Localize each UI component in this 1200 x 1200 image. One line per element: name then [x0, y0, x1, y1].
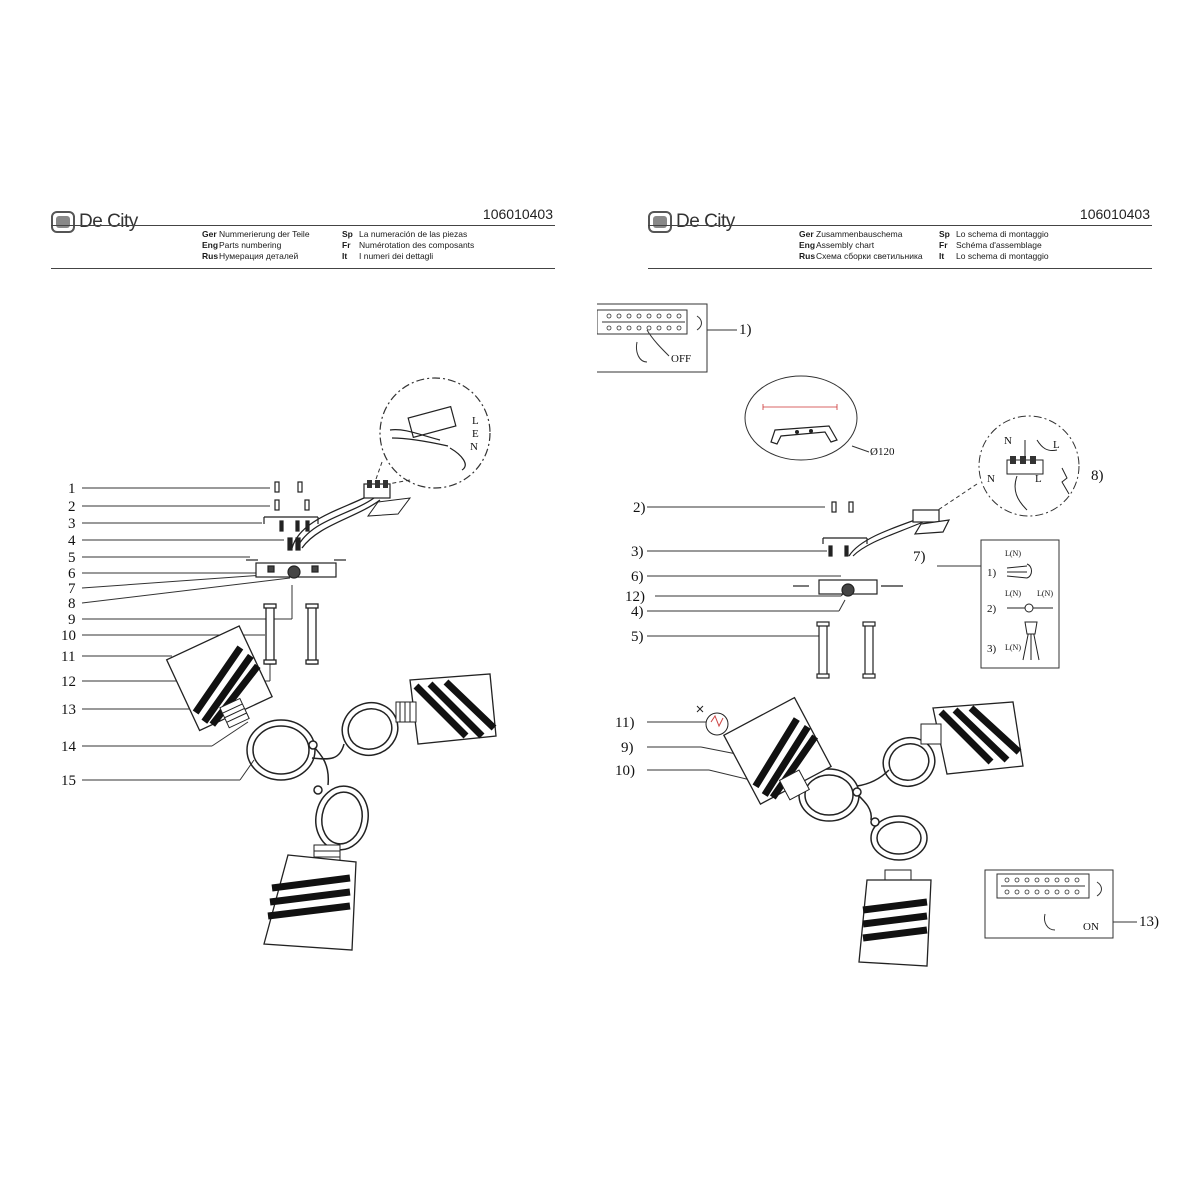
svg-text:L(N): L(N)	[1037, 589, 1053, 598]
lamp-shade	[263, 844, 357, 951]
wire-letter: L	[1053, 439, 1060, 451]
wire-letter: L	[1035, 473, 1042, 485]
wire-letter: E	[472, 428, 479, 440]
brand-name: De City	[676, 211, 735, 232]
step-label: 8)	[1091, 468, 1104, 484]
diameter-label: Ø120	[870, 446, 895, 458]
screws	[263, 481, 319, 532]
lamp-frame	[246, 702, 399, 851]
breaker-off-box: OFF 1)	[597, 303, 752, 373]
lamp-shade	[722, 696, 832, 805]
part-label: 2	[68, 499, 76, 515]
part-label: 3	[68, 516, 76, 532]
wiring-callout: N L N L 8)	[934, 415, 1104, 517]
step-label: 11)	[615, 715, 634, 731]
part-label: 5	[68, 550, 76, 566]
step-label: 3)	[631, 544, 644, 560]
header-divider	[51, 225, 555, 226]
parts-diagram: L E N	[61, 377, 497, 951]
wire-letter: L	[472, 415, 479, 427]
title-row: EngParts numbering	[202, 240, 282, 250]
product-code: 106010403	[482, 206, 553, 222]
part-label: 14	[61, 739, 77, 755]
switch-on-label: ON	[1083, 921, 1099, 933]
connector-options-box: L(N) 1) L(N) L(N) 2) L(N) 3)	[980, 539, 1060, 669]
svg-text:L(N): L(N)	[1005, 589, 1021, 598]
bracket-callout: Ø120	[744, 375, 895, 461]
part-label: 10	[61, 628, 76, 644]
option-number: 3)	[987, 643, 997, 655]
part-label: 11	[61, 649, 75, 665]
wire-letter: N	[1004, 435, 1012, 447]
supply-wires	[291, 495, 381, 549]
breaker-on-box: ON 13)	[984, 869, 1159, 939]
downrods	[263, 603, 319, 665]
step-labels: 2) 3) 6) 12) 4) 5) 7) 11) 9) 10)	[615, 500, 926, 779]
header-divider	[648, 225, 1152, 226]
part-label: 6	[68, 566, 76, 582]
step-label: 7)	[913, 549, 926, 565]
title-row: RusНумерация деталей	[202, 251, 299, 261]
terminal-zoom-callout: L E N	[374, 377, 491, 489]
step-label: 13)	[1139, 914, 1159, 930]
option-number: 2)	[987, 603, 997, 615]
part-label: 15	[61, 773, 76, 789]
lamp-shade	[165, 625, 273, 732]
part-labels: 1 2 3 4 5 6 7 8 9 10 11 12 13 14 15	[61, 481, 77, 789]
step-label: 12)	[625, 589, 645, 605]
step-label: 2)	[633, 500, 646, 516]
header-divider	[51, 268, 555, 269]
lamp-shade	[858, 869, 932, 967]
step-label: 10)	[615, 763, 635, 779]
option-number: 1)	[987, 567, 997, 579]
brand-name: De City	[79, 211, 138, 232]
part-label: 1	[68, 481, 76, 497]
step-label: 1)	[739, 322, 752, 338]
step-label: 9)	[621, 740, 634, 756]
lamp-shade	[920, 701, 1024, 775]
lamp-shade	[395, 673, 497, 745]
part-label: 12	[61, 674, 76, 690]
wire-letter: N	[470, 441, 478, 453]
title-row: EngAssembly chart	[799, 240, 875, 250]
canopy-assembly	[793, 501, 951, 679]
assembly-diagram: OFF 1) Ø120 N L N L	[597, 303, 1159, 967]
part-label: 7	[68, 581, 76, 597]
step-label: 4)	[631, 604, 644, 620]
svg-text:L(N): L(N)	[1005, 549, 1021, 558]
part-label: 13	[61, 702, 76, 718]
terminal-block	[363, 480, 412, 517]
switch-off-label: OFF	[671, 353, 691, 365]
part-label: 8	[68, 596, 76, 612]
step-label: 6)	[631, 569, 644, 585]
title-row: RusСхема сборки светильника	[799, 251, 923, 261]
svg-text:L(N): L(N)	[1005, 643, 1021, 652]
canopy-plate	[246, 537, 346, 579]
lamp-frame	[798, 737, 936, 861]
step-label: 5)	[631, 629, 644, 645]
part-label: 4	[68, 533, 76, 549]
part-label: 9	[68, 612, 76, 628]
wire-letter: N	[987, 473, 995, 485]
product-code: 106010403	[1079, 206, 1150, 222]
header-divider	[648, 268, 1152, 269]
bulb	[696, 705, 729, 736]
